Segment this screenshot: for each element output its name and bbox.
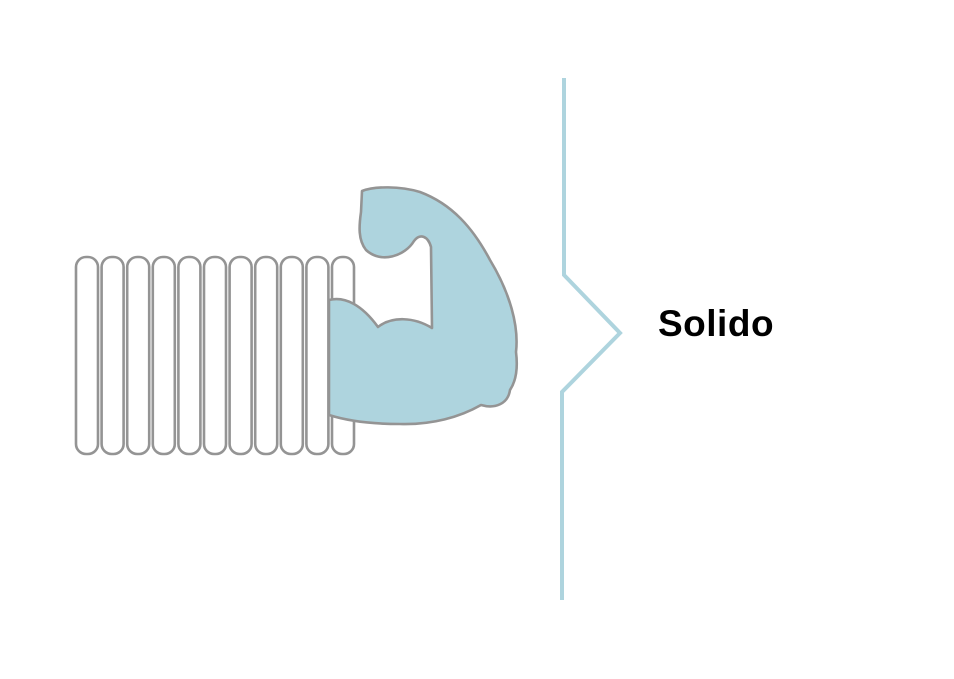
pipe-rib [74,255,100,456]
right-pointing-bracket-icon [560,78,623,600]
corrugated-pipe-icon [74,255,356,456]
solido-label: Solido [658,303,775,344]
pipe-rib [305,255,330,456]
pipe-rib [253,255,279,456]
pipe-rib [279,255,305,456]
pipe-rib [177,255,202,456]
pipe-rib [151,255,177,456]
pipe-rib [228,255,253,456]
flexed-bicep-icon [327,186,519,426]
pipe-rib [125,255,151,456]
pipe-rib [202,255,228,456]
pipe-rib [100,255,125,456]
